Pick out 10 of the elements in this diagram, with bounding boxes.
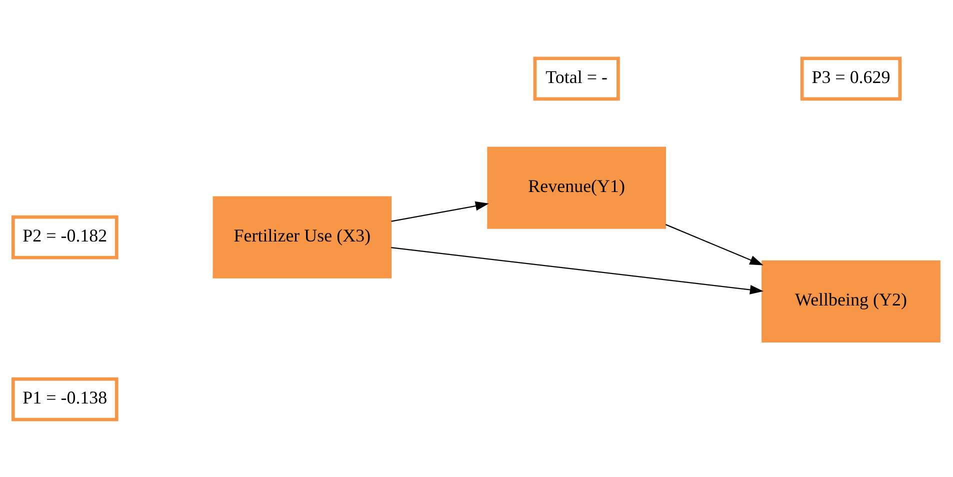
- node-box: P3 = 0.629: [800, 56, 902, 100]
- arrow: [665, 224, 764, 265]
- arrow: [391, 246, 764, 294]
- node-box: Total = -: [533, 56, 620, 100]
- node-box: Fertilizer Use (X3): [212, 196, 392, 278]
- node-box: P2 = -0.182: [11, 214, 118, 259]
- node-box: Revenue(Y1): [487, 146, 666, 228]
- node-box: Wellbeing (Y2): [762, 260, 940, 342]
- arrow: [391, 200, 489, 222]
- node-box: P1 = -0.138: [11, 376, 118, 421]
